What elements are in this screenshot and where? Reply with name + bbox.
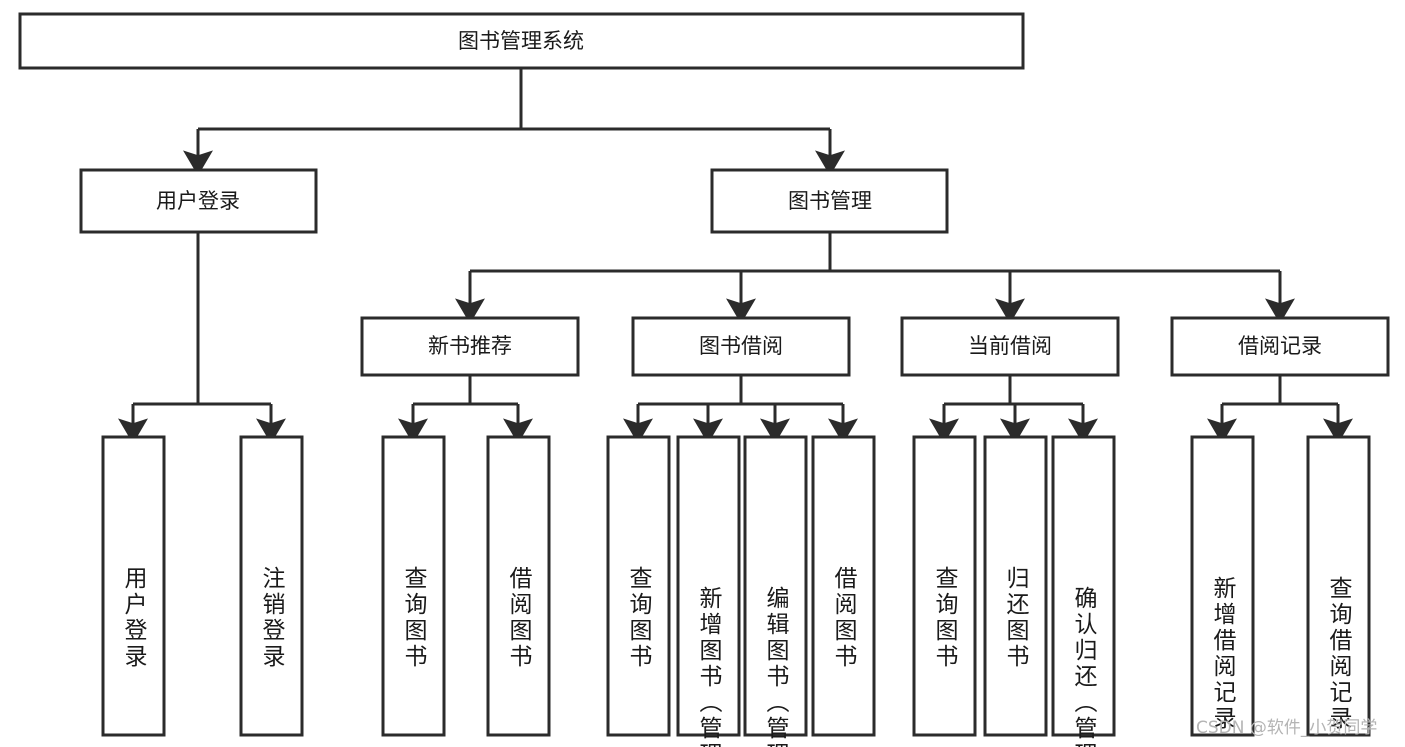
node-leaf-borrow-book-2-label: 借阅图书 <box>830 566 858 670</box>
node-leaf-query-record-box[interactable] <box>1306 435 1371 737</box>
node-new-book-recommend-box[interactable] <box>360 316 580 377</box>
node-leaf-add-book-label: 新增图书（管理员） <box>695 586 723 747</box>
node-leaf-query-book-3-label: 查询图书 <box>931 566 959 670</box>
node-leaf-borrow-book-1-label: 借阅图书 <box>505 566 533 670</box>
node-leaf-user-login[interactable]: 用户登录 <box>101 435 166 737</box>
node-leaf-add-record[interactable]: 新增借阅记录 <box>1190 435 1255 737</box>
node-new-book-recommend[interactable]: 新书推荐 <box>360 316 580 377</box>
node-new-book-recommend-label: 新书推荐 <box>428 334 512 358</box>
node-leaf-user-logout-label: 注销登录 <box>258 566 286 670</box>
node-root[interactable]: 图书管理系统 <box>18 12 1025 70</box>
node-leaf-edit-book-box[interactable] <box>743 435 808 737</box>
node-leaf-user-login-box[interactable] <box>101 435 166 737</box>
node-borrow-record[interactable]: 借阅记录 <box>1170 316 1390 377</box>
connector-group-root <box>183 68 845 176</box>
node-leaf-add-book-box[interactable] <box>676 435 741 737</box>
node-leaf-user-logout-box[interactable] <box>239 435 304 737</box>
node-leaf-borrow-book-2-box[interactable] <box>811 435 876 737</box>
node-leaf-add-record-label: 新增借阅记录 <box>1209 576 1237 732</box>
connector-group-book-management <box>455 232 1295 324</box>
node-leaf-query-record[interactable]: 查询借阅记录 <box>1306 435 1371 737</box>
node-leaf-query-book-1[interactable]: 查询图书 <box>381 435 446 737</box>
node-book-borrow-label: 图书借阅 <box>699 334 783 358</box>
node-root-box[interactable] <box>18 12 1025 70</box>
node-leaf-query-book-3[interactable]: 查询图书 <box>912 435 977 737</box>
node-leaf-edit-book[interactable]: 编辑图书（管理员） <box>743 435 808 747</box>
connector-group-user-login <box>118 232 286 444</box>
node-leaf-query-book-1-label: 查询图书 <box>400 566 428 670</box>
connector-group-book-borrow <box>623 375 858 444</box>
node-book-management-box[interactable] <box>710 168 949 234</box>
node-leaf-edit-book-label: 编辑图书（管理员） <box>762 586 790 747</box>
node-borrow-record-label: 借阅记录 <box>1238 334 1322 358</box>
node-leaf-return-book-label: 归还图书 <box>1002 566 1030 670</box>
node-leaf-query-book-1-box[interactable] <box>381 435 446 737</box>
node-book-borrow[interactable]: 图书借阅 <box>631 316 851 377</box>
node-leaf-user-login-label: 用户登录 <box>120 566 148 670</box>
node-root-label: 图书管理系统 <box>458 29 584 53</box>
node-leaf-confirm-return-box[interactable] <box>1051 435 1116 737</box>
node-current-borrow[interactable]: 当前借阅 <box>900 316 1120 377</box>
node-leaf-query-book-2-box[interactable] <box>606 435 671 737</box>
node-user-login-label: 用户登录 <box>156 189 240 213</box>
node-leaf-borrow-book-2[interactable]: 借阅图书 <box>811 435 876 737</box>
node-leaf-query-book-2-label: 查询图书 <box>625 566 653 670</box>
node-book-management-label: 图书管理 <box>788 189 872 213</box>
node-leaf-add-record-box[interactable] <box>1190 435 1255 737</box>
connector-group-new-book-recommend <box>398 375 533 444</box>
node-leaf-query-book-2[interactable]: 查询图书 <box>606 435 671 737</box>
node-leaf-query-record-label: 查询借阅记录 <box>1325 576 1353 732</box>
node-leaf-user-logout[interactable]: 注销登录 <box>239 435 304 737</box>
node-borrow-record-box[interactable] <box>1170 316 1390 377</box>
node-current-borrow-box[interactable] <box>900 316 1120 377</box>
connector-group-current-borrow <box>929 375 1098 444</box>
node-user-login-box[interactable] <box>79 168 318 234</box>
node-current-borrow-label: 当前借阅 <box>968 334 1052 358</box>
node-leaf-borrow-book-1[interactable]: 借阅图书 <box>486 435 551 737</box>
csdn-watermark: CSDN @软件_小贺同学 <box>1196 718 1377 738</box>
node-book-management[interactable]: 图书管理 <box>710 168 949 234</box>
node-leaf-borrow-book-1-box[interactable] <box>486 435 551 737</box>
node-leaf-confirm-return-label: 确认归还（管理员） <box>1070 586 1098 747</box>
node-leaf-return-book-box[interactable] <box>983 435 1048 737</box>
node-user-login[interactable]: 用户登录 <box>79 168 318 234</box>
node-leaf-query-book-3-box[interactable] <box>912 435 977 737</box>
node-leaf-confirm-return[interactable]: 确认归还（管理员） <box>1051 435 1116 747</box>
node-leaf-return-book[interactable]: 归还图书 <box>983 435 1048 737</box>
connector-group-borrow-record <box>1207 375 1353 444</box>
node-leaf-add-book[interactable]: 新增图书（管理员） <box>676 435 741 747</box>
node-book-borrow-box[interactable] <box>631 316 851 377</box>
